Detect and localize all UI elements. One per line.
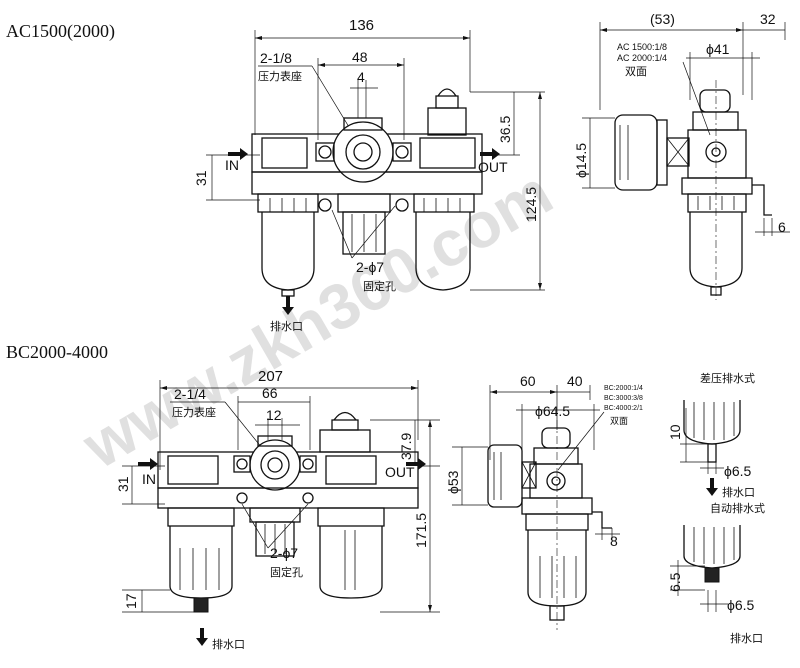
- auto-dim-phi6-5: ϕ6.5: [727, 597, 755, 613]
- auto-dim-6-5: 6.5: [667, 572, 683, 592]
- bc-port-label: 压力表座: [172, 405, 216, 419]
- bc-inlet-label: IN: [142, 471, 156, 487]
- bc-side-view: 60 40 BC:2000:1/4 BC:3000:3/8 BC:4000:2/…: [445, 373, 643, 630]
- bc-side-note-4: 双面: [610, 416, 628, 426]
- bc-mount-holes: 2-ϕ7: [270, 545, 298, 561]
- ac-dim-4: 4: [357, 69, 365, 85]
- ac-port-label: 压力表座: [258, 69, 302, 83]
- ac-dim-53: (53): [650, 11, 675, 27]
- ac-mount-label: 固定孔: [363, 279, 396, 293]
- ac-dim-36-5: 36.5: [497, 116, 513, 143]
- bc-dim-phi64-5: ϕ64.5: [535, 403, 570, 419]
- ac-dim-124-5: 124.5: [523, 187, 539, 222]
- ac-mount-holes: 2-ϕ7: [356, 259, 384, 275]
- bc-side-note-1: BC:2000:1/4: [604, 385, 643, 392]
- diff-drain-port: 排水口: [722, 485, 755, 499]
- ac-port-size: 2-1/8: [260, 50, 292, 66]
- bc-drain-label: 排水口: [212, 637, 245, 651]
- ac-drain-label: 排水口: [270, 319, 303, 333]
- bc-dim-40: 40: [567, 373, 583, 389]
- bc-dim-60: 60: [520, 373, 536, 389]
- diff-dim-10: 10: [667, 424, 683, 440]
- auto-drain-port: 排水口: [730, 631, 763, 645]
- ac-dim-31: 31: [193, 170, 209, 186]
- bc-drain-details: 差压排水式 10 ϕ6.5 排水口 自动排水式: [667, 371, 765, 645]
- bc-front-view: 207 2-1/4 压力表座 66 12: [115, 368, 440, 651]
- bc-dim-171-5: 171.5: [413, 513, 429, 548]
- bc-dim-37-9: 37.9: [398, 433, 414, 460]
- ac-side-note-2: AC 2000:1/4: [617, 53, 667, 63]
- ac-side-note-3: 双面: [625, 65, 647, 78]
- bc-dim-17: 17: [123, 593, 139, 609]
- ac-front-view: 136 2-1/8 压力表座 48 4: [193, 17, 545, 333]
- bc-dim-207: 207: [258, 368, 283, 385]
- bc-dim-31: 31: [115, 476, 131, 492]
- section-ac1500: AC1500(2000) 136 2-1/8 压力表座 48: [6, 11, 790, 333]
- bc-port-size: 2-1/4: [174, 386, 206, 402]
- diff-drain-label: 差压排水式: [700, 371, 755, 385]
- section-bc2000: BC2000-4000 207 2-1/4 压力表座 66 12: [6, 342, 765, 651]
- bc-side-note-3: BC:4000:2/1: [604, 405, 643, 412]
- bc-dim-12: 12: [266, 407, 282, 423]
- bc-dim-phi53: ϕ53: [445, 470, 461, 494]
- ac-side-note-1: AC 1500:1/8: [617, 42, 667, 52]
- ac-dim-48: 48: [352, 49, 368, 65]
- bc-dim-66: 66: [262, 385, 278, 401]
- ac-side-view: (53) 32 AC 1500:1/8 AC 2000:1/4 双面 ϕ41 ϕ…: [573, 11, 790, 300]
- auto-drain-label: 自动排水式: [710, 501, 765, 515]
- ac-inlet-label: IN: [225, 157, 239, 173]
- ac-dim-136: 136: [349, 17, 374, 34]
- bc-mount-label: 固定孔: [270, 565, 303, 579]
- ac-dim-phi41: ϕ41: [706, 41, 730, 57]
- bc-dim-8: 8: [610, 533, 618, 549]
- section2-title: BC2000-4000: [6, 342, 108, 362]
- ac-outlet-label: OUT: [478, 159, 508, 175]
- ac-dim-32: 32: [760, 11, 776, 27]
- bc-outlet-label: OUT: [385, 464, 415, 480]
- ac-dim-6: 6: [778, 219, 786, 235]
- ac-dim-phi14-5: ϕ14.5: [573, 143, 589, 178]
- bc-side-note-2: BC:3000:3/8: [604, 395, 643, 402]
- section1-title: AC1500(2000): [6, 21, 115, 42]
- diff-dim-phi6-5: ϕ6.5: [724, 463, 752, 479]
